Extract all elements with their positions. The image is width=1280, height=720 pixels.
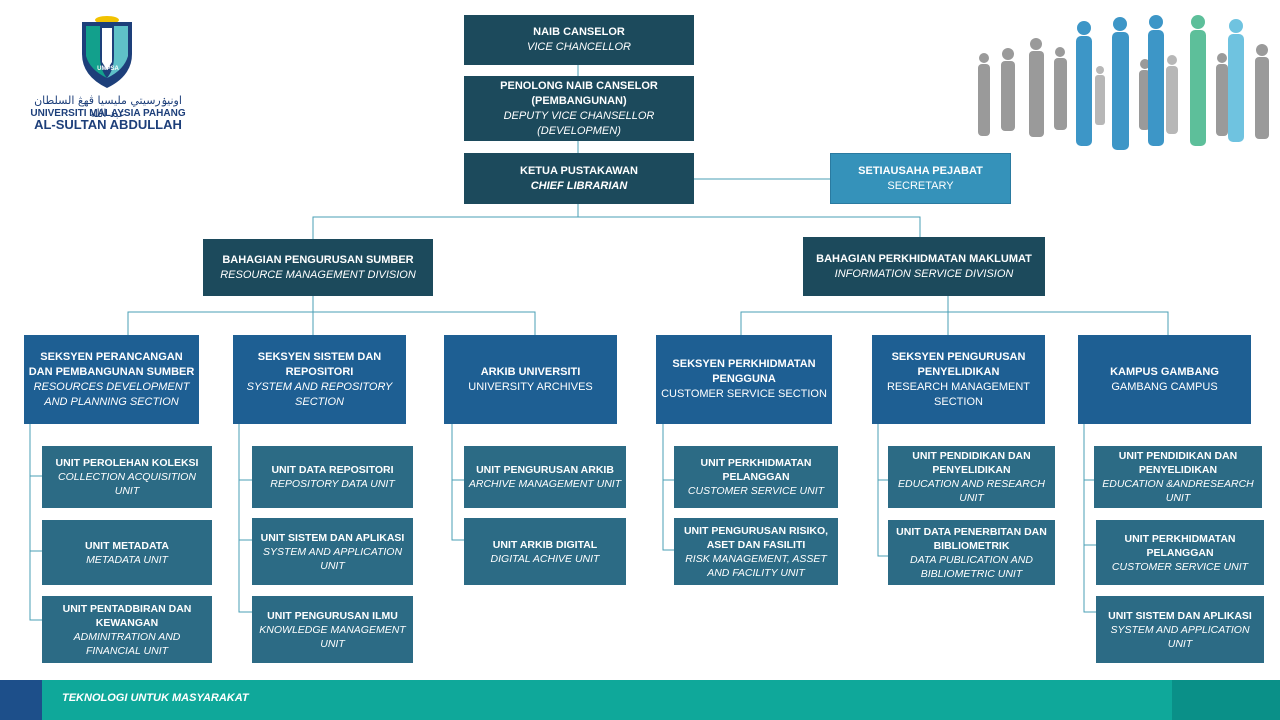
section-research-management: SEKSYEN PENGURUSAN PENYELIDIKAN RESEARCH…: [872, 335, 1045, 424]
footer-left-accent: [0, 680, 42, 720]
section-system-repository: SEKSYEN SISTEM DAN REPOSITORI SYSTEM AND…: [233, 335, 406, 424]
section-title: SEKSYEN PENGURUSAN PENYELIDIKAN: [891, 350, 1026, 378]
section-subtitle: GAMBANG CAMPUS: [1111, 380, 1218, 393]
information-service-division-box: BAHAGIAN PERKHIDMATAN MAKLUMAT INFORMATI…: [803, 237, 1045, 296]
rmd-title: BAHAGIAN PENGURUSAN SUMBER: [222, 253, 414, 266]
unit-administration-financial: UNIT PENTADBIRAN DAN KEWANGAN ADMINITRAT…: [42, 596, 212, 663]
unit-gambang-education-research: UNIT PENDIDIKAN DAN PENYELIDIKAN EDUCATI…: [1094, 446, 1262, 508]
unit-metadata: UNIT METADATA METADATA UNIT: [42, 520, 212, 585]
unit-title: UNIT DATA REPOSITORI: [271, 464, 394, 476]
unit-title: UNIT PENGURUSAN RISIKO, ASET DAN FASILIT…: [683, 524, 829, 551]
footer-right-accent: [1172, 680, 1280, 720]
resource-management-division-box: BAHAGIAN PENGURUSAN SUMBER RESOURCE MANA…: [203, 239, 433, 296]
vice-chancellor-subtitle: VICE CHANCELLOR: [527, 41, 631, 53]
deputy-vice-chancellor-title: PENOLONG NAIB CANSELOR (PEMBANGUNAN): [500, 79, 658, 107]
deputy-vice-chancellor-subtitle: DEPUTY VICE CHANSELLOR (DEVELOPMEN): [503, 109, 655, 137]
chief-librarian-title: KETUA PUSTAKAWAN: [520, 164, 638, 177]
people-silhouettes-icon: [978, 15, 1269, 150]
unit-subtitle: DIGITAL ACHIVE UNIT: [490, 552, 600, 565]
section-subtitle: SYSTEM AND REPOSITORY SECTION: [246, 380, 393, 408]
unit-risk-asset-facility: UNIT PENGURUSAN RISIKO, ASET DAN FASILIT…: [674, 518, 838, 585]
unit-knowledge-management: UNIT PENGURUSAN ILMU KNOWLEDGE MANAGEMEN…: [252, 596, 413, 663]
unit-title: UNIT SISTEM DAN APLIKASI: [1108, 609, 1252, 622]
unit-subtitle: METADATA UNIT: [86, 553, 168, 566]
section-customer-service: SEKSYEN PERKHIDMATAN PENGGUNA CUSTOMER S…: [656, 335, 832, 424]
unit-subtitle: DATA PUBLICATION AND BIBLIOMETRIC UNIT: [910, 553, 1033, 580]
unit-subtitle: EDUCATION AND RESEARCH UNIT: [897, 478, 1045, 504]
umpsa-logo: [28, 14, 188, 134]
unit-archive-management: UNIT PENGURUSAN ARKIB ARCHIVE MANAGEMENT…: [464, 446, 626, 508]
secretary-title: SETIAUSAHA PEJABAT: [858, 164, 983, 177]
unit-title: UNIT PENGURUSAN ARKIB: [476, 464, 614, 476]
unit-repository-data: UNIT DATA REPOSITORI REPOSITORY DATA UNI…: [252, 446, 413, 508]
umpsa-shield-icon: [82, 16, 132, 88]
logo-arabic-text: اونيۏرسيتي مليسيا ڤهڠ السلطان عبد الله: [34, 94, 182, 120]
section-subtitle: CUSTOMER SERVICE SECTION: [661, 388, 827, 400]
unit-gambang-system-application: UNIT SISTEM DAN APLIKASI SYSTEM AND APPL…: [1096, 596, 1264, 663]
chief-librarian-subtitle: CHIEF LIBRARIAN: [530, 179, 628, 192]
section-subtitle: UNIVERSITY ARCHIVES: [468, 380, 593, 393]
unit-data-publication-bibliometric: UNIT DATA PENERBITAN DAN BIBLIOMETRIK DA…: [888, 520, 1055, 585]
logo-university-subname: AL-SULTAN ABDULLAH: [34, 117, 182, 132]
section-subtitle: RESOURCES DEVELOPMENT AND PLANNING SECTI…: [33, 380, 190, 408]
footer-bar: [0, 680, 1280, 720]
unit-title: UNIT PENTADBIRAN DAN KEWANGAN: [62, 602, 192, 629]
section-title: KAMPUS GAMBANG: [1110, 365, 1219, 378]
section-resources-development: SEKSYEN PERANCANGAN DAN PEMBANGUNAN SUMB…: [24, 335, 199, 424]
unit-subtitle: SYSTEM AND APPLICATION UNIT: [1110, 623, 1250, 650]
logo-badge-text: UMPSA: [97, 66, 119, 72]
section-title: SEKSYEN PERANCANGAN DAN PEMBANGUNAN SUMB…: [28, 350, 195, 378]
vice-chancellor-box: NAIB CANSELOR VICE CHANCELLOR: [464, 15, 694, 65]
deputy-vice-chancellor-box: PENOLONG NAIB CANSELOR (PEMBANGUNAN) DEP…: [464, 76, 694, 141]
unit-digital-archive: UNIT ARKIB DIGITAL DIGITAL ACHIVE UNIT: [464, 518, 626, 585]
unit-subtitle: ADMINITRATION AND FINANCIAL UNIT: [73, 630, 181, 657]
section-gambang-campus: KAMPUS GAMBANG GAMBANG CAMPUS: [1078, 335, 1251, 424]
secretary-subtitle: SECRETARY: [887, 179, 954, 192]
secretary-box: SETIAUSAHA PEJABAT SECRETARY: [830, 153, 1011, 204]
section-title: ARKIB UNIVERSITI: [480, 365, 581, 378]
unit-subtitle: ARCHIVE MANAGEMENT UNIT: [468, 478, 622, 490]
isd-title: BAHAGIAN PERKHIDMATAN MAKLUMAT: [816, 252, 1032, 265]
unit-gambang-customer-service: UNIT PERKHIDMATAN PELANGGAN CUSTOMER SER…: [1096, 520, 1264, 585]
section-subtitle: RESEARCH MANAGEMENT SECTION: [886, 380, 1031, 408]
unit-subtitle: CUSTOMER SERVICE UNIT: [1111, 560, 1249, 573]
unit-subtitle: RISK MANAGEMENT, ASSET AND FACILITY UNIT: [685, 552, 827, 579]
unit-system-application: UNIT SISTEM DAN APLIKASI SYSTEM AND APPL…: [252, 518, 413, 585]
section-title: SEKSYEN SISTEM DAN REPOSITORI: [257, 350, 382, 378]
unit-title: UNIT PERKHIDMATAN PELANGGAN: [700, 457, 812, 483]
logo-university-name: UNIVERSITI MALAYSIA PAHANG: [30, 108, 186, 119]
vice-chancellor-title: NAIB CANSELOR: [533, 26, 625, 38]
unit-title: UNIT ARKIB DIGITAL: [492, 538, 598, 551]
unit-customer-service: UNIT PERKHIDMATAN PELANGGAN CUSTOMER SER…: [674, 446, 838, 508]
footer-slogan: TEKNOLOGI UNTUK MASYARAKAT: [62, 692, 249, 704]
unit-title: UNIT PENGURUSAN ILMU: [267, 609, 398, 622]
section-title: SEKSYEN PERKHIDMATAN PENGGUNA: [672, 358, 816, 385]
unit-title: UNIT SISTEM DAN APLIKASI: [260, 531, 405, 544]
unit-title: UNIT PERKHIDMATAN PELANGGAN: [1124, 532, 1236, 559]
unit-subtitle: EDUCATION &ANDRESEARCH UNIT: [1102, 478, 1254, 504]
unit-subtitle: KNOWLEDGE MANAGEMENT UNIT: [259, 623, 406, 650]
section-university-archives: ARKIB UNIVERSITI UNIVERSITY ARCHIVES: [444, 335, 617, 424]
unit-title: UNIT PENDIDIKAN DAN PENYELIDIKAN: [912, 450, 1031, 476]
chief-librarian-box: KETUA PUSTAKAWAN CHIEF LIBRARIAN: [464, 153, 694, 204]
unit-education-research: UNIT PENDIDIKAN DAN PENYELIDIKAN EDUCATI…: [888, 446, 1055, 508]
unit-subtitle: COLLECTION ACQUISITION UNIT: [58, 471, 196, 497]
unit-title: UNIT DATA PENERBITAN DAN BIBLIOMETRIK: [896, 525, 1047, 552]
unit-title: UNIT PENDIDIKAN DAN PENYELIDIKAN: [1118, 450, 1238, 476]
unit-title: UNIT METADATA: [85, 539, 169, 552]
unit-subtitle: REPOSITORY DATA UNIT: [270, 478, 395, 490]
unit-title: UNIT PEROLEHAN KOLEKSI: [55, 457, 199, 469]
isd-subtitle: INFORMATION SERVICE DIVISION: [834, 267, 1014, 280]
unit-subtitle: CUSTOMER SERVICE UNIT: [687, 485, 825, 497]
unit-subtitle: SYSTEM AND APPLICATION UNIT: [262, 545, 403, 572]
rmd-subtitle: RESOURCE MANAGEMENT DIVISION: [220, 268, 416, 281]
unit-collection-acquisition: UNIT PEROLEHAN KOLEKSI COLLECTION ACQUIS…: [42, 446, 212, 508]
